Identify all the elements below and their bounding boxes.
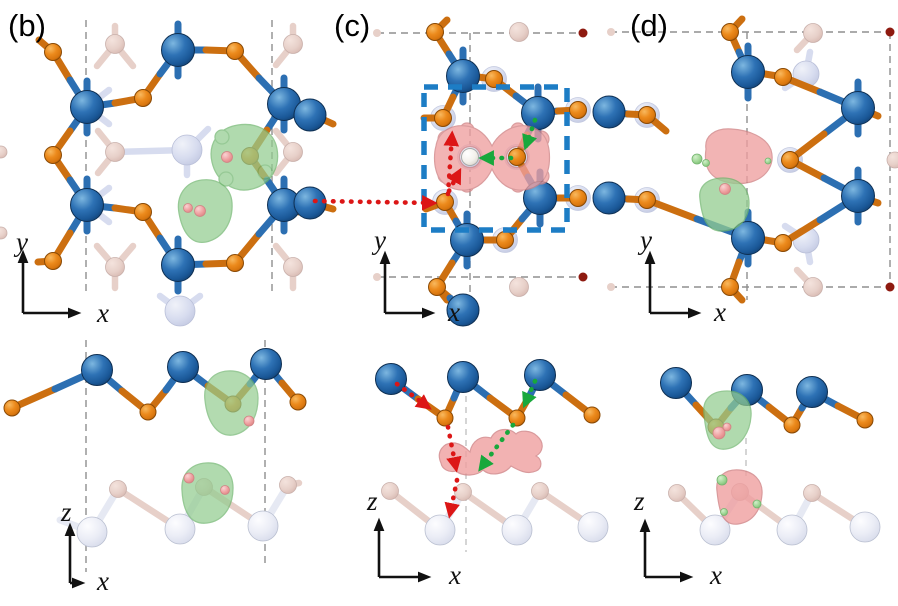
axis-label-z: z [366, 486, 378, 516]
charge-isosurface-green [699, 177, 750, 232]
panel-d-side-view: z x [633, 367, 881, 590]
front-layer-chain [375, 359, 601, 427]
back-layer-chain [56, 476, 303, 548]
charge-dot-pink [722, 422, 732, 432]
axis-label-y: y [637, 225, 652, 255]
charge-isosurface-pink [716, 469, 763, 525]
charge-dot-green [716, 474, 728, 486]
charge-dot-green [702, 159, 710, 167]
axis-label-y: y [13, 227, 28, 257]
charge-dot-pink [719, 183, 731, 195]
front-layer-chain [660, 367, 874, 436]
axis-label-z: z [60, 497, 72, 527]
charge-dot-pink [712, 426, 726, 440]
transfer-arrows [394, 378, 538, 519]
panel-label-d: (d) [630, 8, 668, 43]
axis-label-z: z [633, 486, 645, 516]
panel-c-top-view: y x [293, 16, 591, 327]
charge-dot-green [691, 153, 703, 165]
charge-dot-pink [183, 203, 193, 213]
front-layer-atoms [592, 23, 875, 296]
front-layer-chain [3, 348, 307, 421]
front-layer-atoms [44, 33, 301, 282]
panel-b-top-view: y x [0, 20, 303, 328]
charge-dot-green [720, 508, 728, 516]
panel-d-top-view: y x [592, 15, 898, 327]
charge-dot-pink [221, 151, 233, 163]
charge-dot-green [764, 157, 772, 165]
panel-c-side-view: z x [366, 359, 609, 590]
back-layer-chain [668, 483, 881, 546]
axis-label-x: x [96, 566, 109, 596]
axes-c-side: z x [366, 486, 461, 590]
axis-label-x: x [96, 298, 109, 328]
axis-label-x: x [448, 560, 461, 590]
red-dotted-arrow [444, 477, 460, 519]
axes-c-top: y x [371, 225, 460, 327]
axes-d-top: y x [637, 225, 726, 327]
transfer-arrows [312, 117, 538, 211]
charge-dot-green [752, 499, 762, 509]
panel-label-b: (b) [8, 8, 46, 43]
red-dotted-arrow [446, 167, 462, 194]
axis-label-x: x [447, 297, 460, 327]
charge-isosurface-green [181, 462, 234, 524]
axis-label-x: x [709, 560, 722, 590]
axes-b-top: y x [13, 227, 109, 328]
back-layer-chain [381, 482, 609, 546]
charge-dot-pink [220, 485, 230, 495]
axes-b-side: z x [60, 497, 109, 596]
red-dotted-arrow [394, 381, 432, 410]
axes-d-side: z x [633, 486, 722, 590]
charge-isosurface-pink [704, 128, 773, 185]
charge-dot-pink [243, 415, 255, 427]
front-layer-atoms [293, 23, 587, 327]
charge-isosurface-green [210, 123, 279, 191]
charge-isosurface-green [703, 390, 752, 450]
red-dotted-arrow [312, 194, 438, 211]
charge-dot-pink [194, 205, 206, 217]
panel-label-c: (c) [334, 8, 370, 43]
red-dotted-arrow [445, 424, 462, 473]
charge-dot-pink [183, 472, 195, 484]
panel-b-side-view: z x [3, 340, 307, 596]
green-dotted-arrow [478, 422, 516, 472]
back-layer-atoms [0, 34, 303, 327]
axis-label-x: x [713, 297, 726, 327]
axis-label-y: y [371, 225, 386, 255]
